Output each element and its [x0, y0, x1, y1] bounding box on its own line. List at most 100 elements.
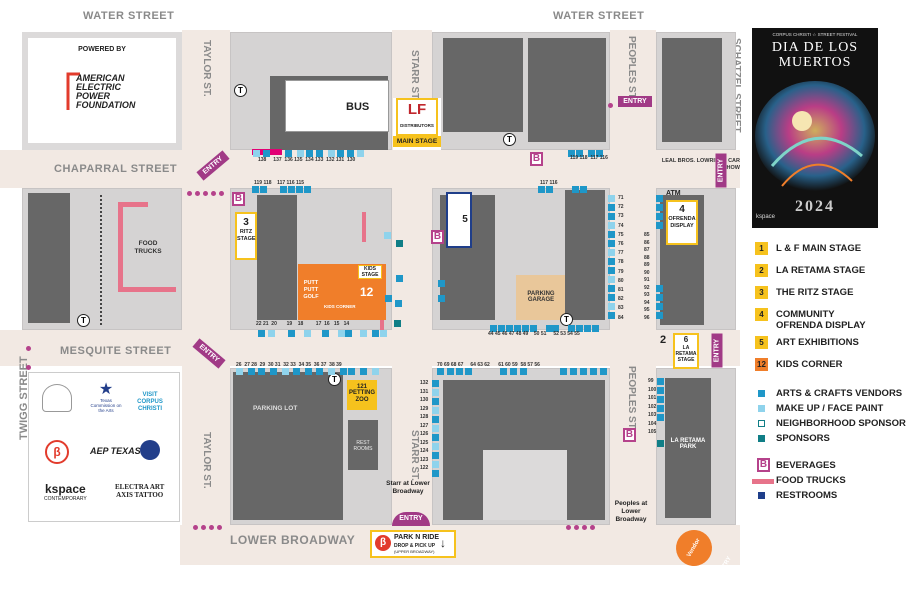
vendor-booth[interactable]: [656, 204, 663, 211]
vendor-booth[interactable]: [656, 213, 663, 220]
vendor-booth[interactable]: [337, 150, 344, 157]
vendor-booth[interactable]: [328, 150, 335, 157]
vendor-booth[interactable]: [608, 312, 615, 319]
vendor-booth[interactable]: [432, 416, 439, 423]
beverage-icon[interactable]: B: [232, 192, 245, 206]
vendor-booth[interactable]: [500, 368, 507, 375]
vendor-booth[interactable]: [347, 150, 354, 157]
vendor-booth[interactable]: [608, 213, 615, 220]
vendor-booth[interactable]: [596, 150, 603, 157]
vendor-booth[interactable]: [538, 186, 545, 193]
vendor-booth[interactable]: [608, 285, 615, 292]
vendor-booth[interactable]: [546, 325, 553, 332]
vendor-booth[interactable]: [580, 368, 587, 375]
vendor-booth[interactable]: [248, 368, 255, 375]
vendor-booth[interactable]: [384, 232, 391, 239]
vendor-booth[interactable]: [656, 222, 663, 229]
vendor-booth[interactable]: [588, 150, 595, 157]
vendor-booth[interactable]: [572, 186, 579, 193]
vendor-booth[interactable]: [432, 407, 439, 414]
vendor-booth[interactable]: [296, 186, 303, 193]
vendor-booth[interactable]: [263, 150, 270, 157]
kids-stage[interactable]: KIDS STAGE: [358, 265, 382, 279]
entry-schatzel-top[interactable]: ENTRY: [618, 96, 652, 107]
vendor-booth[interactable]: [305, 368, 312, 375]
vendor-booth[interactable]: [360, 330, 367, 337]
vendor-booth[interactable]: [360, 368, 367, 375]
vendor-booth[interactable]: [608, 195, 615, 202]
art-exhibitions-stage[interactable]: 5: [446, 192, 472, 248]
vendor-booth[interactable]: [380, 330, 387, 337]
vendor-booth[interactable]: [456, 368, 463, 375]
entry-la-retama-side[interactable]: ENTRY: [711, 333, 723, 368]
vendor-booth[interactable]: [258, 368, 265, 375]
vendor-booth[interactable]: [530, 325, 537, 332]
vendor-booth[interactable]: [268, 330, 275, 337]
vendor-booth[interactable]: [576, 150, 583, 157]
vendor-booth[interactable]: [608, 231, 615, 238]
entry-starr-bottom[interactable]: ENTRY: [392, 512, 430, 526]
vendor-booth[interactable]: [288, 186, 295, 193]
vendor-booth[interactable]: [657, 378, 664, 385]
vendor-booth[interactable]: [600, 368, 607, 375]
beverage-icon[interactable]: B: [623, 428, 636, 442]
vendor-booth[interactable]: [560, 368, 567, 375]
vendor-booth[interactable]: [236, 368, 243, 375]
vendor-booth[interactable]: [253, 150, 260, 157]
vendor-booth[interactable]: [608, 258, 615, 265]
vendor-booth[interactable]: [438, 280, 445, 287]
vendor-booth[interactable]: [656, 285, 663, 292]
vendor-booth[interactable]: [506, 325, 513, 332]
vendor-booth[interactable]: [656, 303, 663, 310]
vendor-booth[interactable]: [510, 368, 517, 375]
vendor-booth[interactable]: [432, 434, 439, 441]
ritz-stage[interactable]: 3 RITZ STAGE: [235, 212, 257, 260]
vendor-booth[interactable]: [608, 303, 615, 310]
vendor-booth[interactable]: [304, 186, 311, 193]
vendor-booth[interactable]: [316, 150, 323, 157]
vendor-booth[interactable]: [260, 186, 267, 193]
vendor-booth[interactable]: [552, 325, 559, 332]
vendor-booth[interactable]: [432, 443, 439, 450]
vendor-booth[interactable]: [306, 150, 313, 157]
vendor-booth[interactable]: [270, 368, 277, 375]
vendor-booth[interactable]: [288, 330, 295, 337]
vendor-booth[interactable]: [297, 150, 304, 157]
vendor-booth[interactable]: [490, 325, 497, 332]
vendor-booth[interactable]: [657, 396, 664, 403]
vendor-booth[interactable]: [372, 330, 379, 337]
vendor-booth[interactable]: [656, 195, 663, 202]
vendor-booth[interactable]: [608, 240, 615, 247]
vendor-booth[interactable]: [285, 150, 292, 157]
vendor-booth[interactable]: [394, 320, 401, 327]
restroom-icon[interactable]: T: [560, 313, 573, 326]
la-retama-stage[interactable]: 6 LA RETAMA STAGE: [673, 333, 699, 369]
vendor-booth[interactable]: [396, 275, 403, 282]
vendor-booth[interactable]: [580, 186, 587, 193]
vendor-booth[interactable]: [348, 368, 355, 375]
beverage-icon[interactable]: B: [530, 152, 543, 166]
restroom-icon[interactable]: T: [77, 314, 90, 327]
vendor-booth[interactable]: [396, 240, 403, 247]
vendor-booth[interactable]: [338, 330, 345, 337]
kids-corner[interactable]: PUTT PUTT GOLF KIDS CORNER: [300, 272, 360, 312]
beverage-icon[interactable]: B: [431, 230, 444, 244]
vendor-booth[interactable]: [447, 368, 454, 375]
park-n-ride[interactable]: β PARK N RIDE DROP & PICK UP (UPPER BROA…: [370, 530, 456, 558]
vendor-booth[interactable]: [432, 425, 439, 432]
vendor-booth[interactable]: [608, 276, 615, 283]
vendor-booth[interactable]: [437, 368, 444, 375]
vendor-booth[interactable]: [568, 325, 575, 332]
vendor-booth[interactable]: [432, 380, 439, 387]
vendor-booth[interactable]: [657, 387, 664, 394]
vendor-booth[interactable]: [357, 150, 364, 157]
vendor-booth[interactable]: [316, 368, 323, 375]
vendor-booth[interactable]: [576, 325, 583, 332]
vendor-booth[interactable]: [608, 249, 615, 256]
vendor-booth[interactable]: [498, 325, 505, 332]
vendor-booth[interactable]: [657, 414, 664, 421]
vendor-booth[interactable]: [372, 368, 379, 375]
vendor-booth[interactable]: [584, 325, 591, 332]
vendor-booth[interactable]: [252, 186, 259, 193]
ofrenda-display[interactable]: 4 OFRENDA DISPLAY: [666, 200, 698, 245]
